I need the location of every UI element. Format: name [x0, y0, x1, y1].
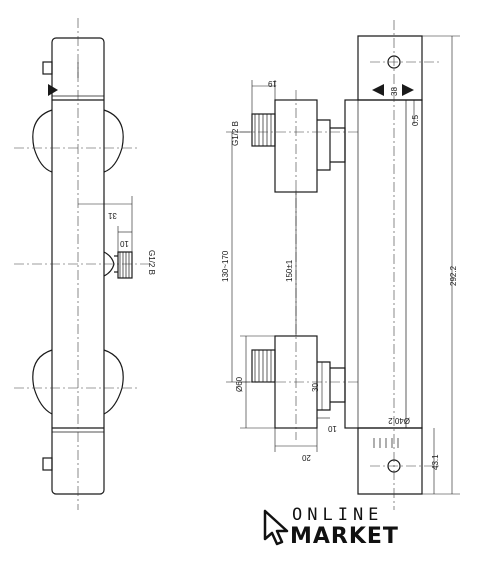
outlet-thread — [117, 251, 133, 279]
dim-150: 150±1 — [285, 259, 294, 282]
upper-knob-bulge — [32, 109, 53, 173]
dim-20: 20 — [301, 453, 310, 462]
logo-line-market: MARKET — [290, 524, 399, 549]
lower-thread — [251, 349, 276, 383]
cursor-icon — [263, 509, 289, 546]
dim-thread-outlet: G1/2 B — [147, 250, 156, 275]
lower-knob-bulge — [32, 349, 53, 415]
dim-thread-upper: G1/2 B — [231, 121, 240, 146]
dim-43-1: 43.1 — [431, 454, 440, 470]
upper-thread — [251, 113, 276, 147]
dim-10-upper: 10 — [119, 239, 128, 248]
front-view — [14, 18, 150, 510]
logo-line-online: ONLINE — [292, 505, 384, 525]
marker-triangle — [48, 84, 58, 96]
dim-292-2: 292.2 — [449, 265, 458, 286]
dim-30: 30 — [311, 383, 320, 392]
dim-130-170: 130~170 — [221, 250, 230, 282]
dim-40-2: Ø40.2 — [388, 416, 410, 425]
dim-60: Ø60 — [235, 376, 244, 392]
dim-10-lower: 10 — [327, 424, 336, 433]
online-market-logo: ONLINE MARKET — [262, 503, 412, 553]
rear-bar — [344, 99, 423, 429]
rear-view — [344, 20, 460, 510]
dim-31: 31 — [107, 211, 116, 220]
dim-0-5: 0.5 — [411, 114, 420, 126]
lower-pin — [42, 457, 53, 471]
side-view — [226, 80, 360, 452]
upper-pin — [42, 61, 53, 75]
outlet-dome — [103, 251, 115, 277]
dim-19: 19 — [267, 79, 276, 88]
dim-38: 38 — [390, 87, 399, 96]
